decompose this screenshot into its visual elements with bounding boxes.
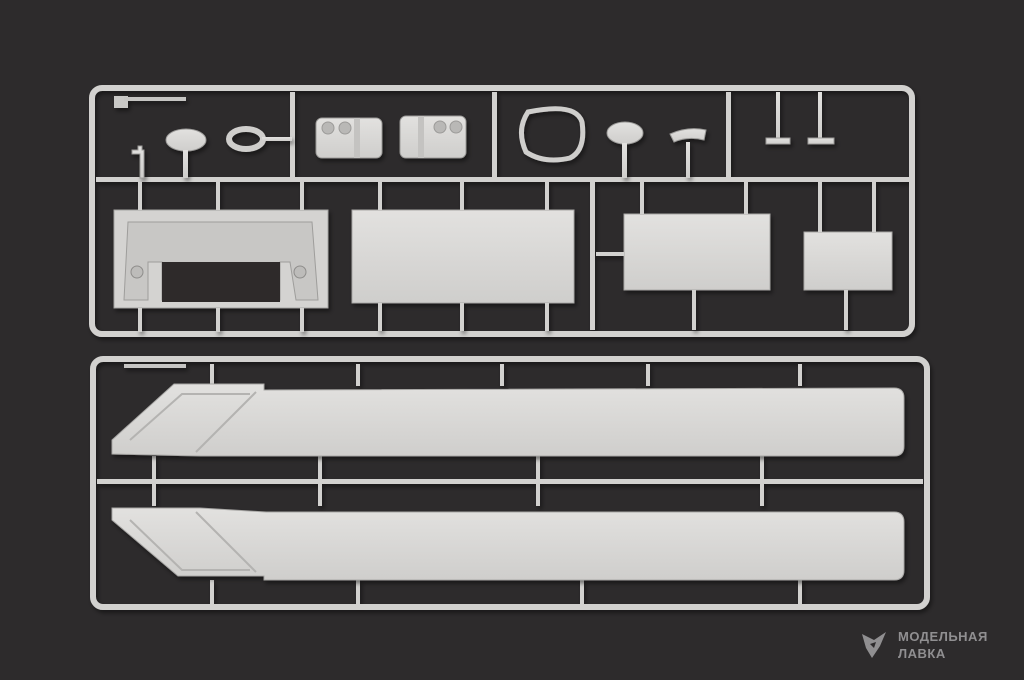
upper-large-parts <box>113 182 893 332</box>
lower-sprue-frame <box>90 356 930 610</box>
watermark-line-2: ЛАВКА <box>898 646 946 661</box>
watermark-line-1: МОДЕЛЬНАЯ <box>898 629 988 644</box>
upper-small-parts <box>131 92 835 179</box>
lower-long-parts <box>111 383 905 581</box>
upper-sprue-frame <box>89 85 915 337</box>
fox-head-logo-icon <box>862 632 886 658</box>
watermark: МОДЕЛЬНАЯ ЛАВКА <box>858 628 988 662</box>
watermark-text: МОДЕЛЬНАЯ ЛАВКА <box>898 628 988 662</box>
